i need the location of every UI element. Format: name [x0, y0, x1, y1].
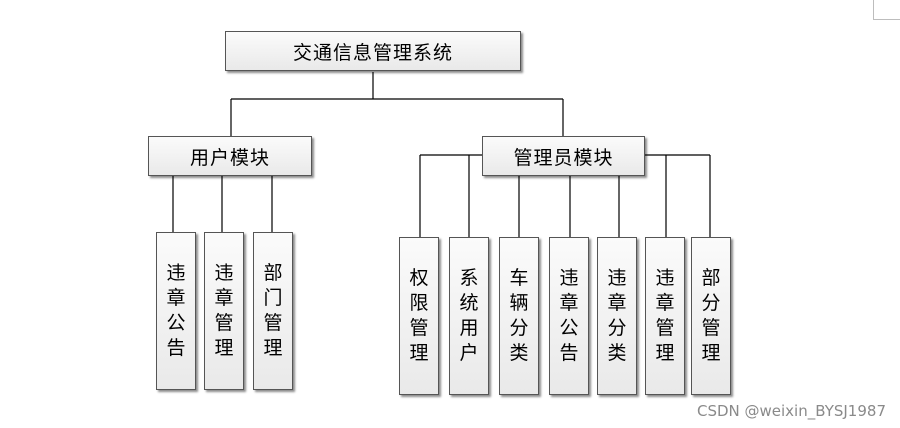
admin-leaf-node: 权限管理: [399, 237, 439, 395]
admin-leaf-label: 违章管理: [655, 267, 675, 364]
admin-leaf-label: 系统用户: [459, 267, 479, 364]
page-corner-mark: [873, 0, 900, 20]
watermark: CSDN @weixin_BYSJ1987: [696, 402, 886, 420]
admin-leaf-label: 权限管理: [409, 267, 429, 364]
admin-leaf-label: 违章公告: [559, 267, 579, 364]
root-node: 交通信息管理系统: [225, 31, 521, 71]
admin-leaf-node: 系统用户: [449, 237, 489, 395]
user-leaf-node: 违章管理: [204, 232, 244, 390]
user-module-node: 用户模块: [148, 136, 312, 176]
admin-leaf-label: 车辆分类: [509, 267, 529, 364]
admin-leaf-node: 违章公告: [549, 237, 589, 395]
user-leaf-label: 部门管理: [263, 262, 283, 359]
admin-leaf-node: 部分管理: [691, 237, 731, 395]
admin-module-node: 管理员模块: [482, 136, 645, 176]
admin-leaf-node: 违章分类: [597, 237, 637, 395]
user-leaf-node: 违章公告: [156, 232, 196, 390]
admin-module-label: 管理员模块: [513, 146, 614, 169]
user-leaf-label: 违章管理: [214, 262, 234, 359]
admin-leaf-label: 违章分类: [607, 267, 627, 364]
user-leaf-node: 部门管理: [253, 232, 293, 390]
admin-leaf-node: 车辆分类: [499, 237, 539, 395]
user-module-label: 用户模块: [189, 146, 270, 169]
admin-leaf-label: 部分管理: [701, 267, 721, 364]
root-node-label: 交通信息管理系统: [292, 41, 453, 64]
admin-leaf-node: 违章管理: [645, 237, 685, 395]
user-leaf-label: 违章公告: [166, 262, 186, 359]
